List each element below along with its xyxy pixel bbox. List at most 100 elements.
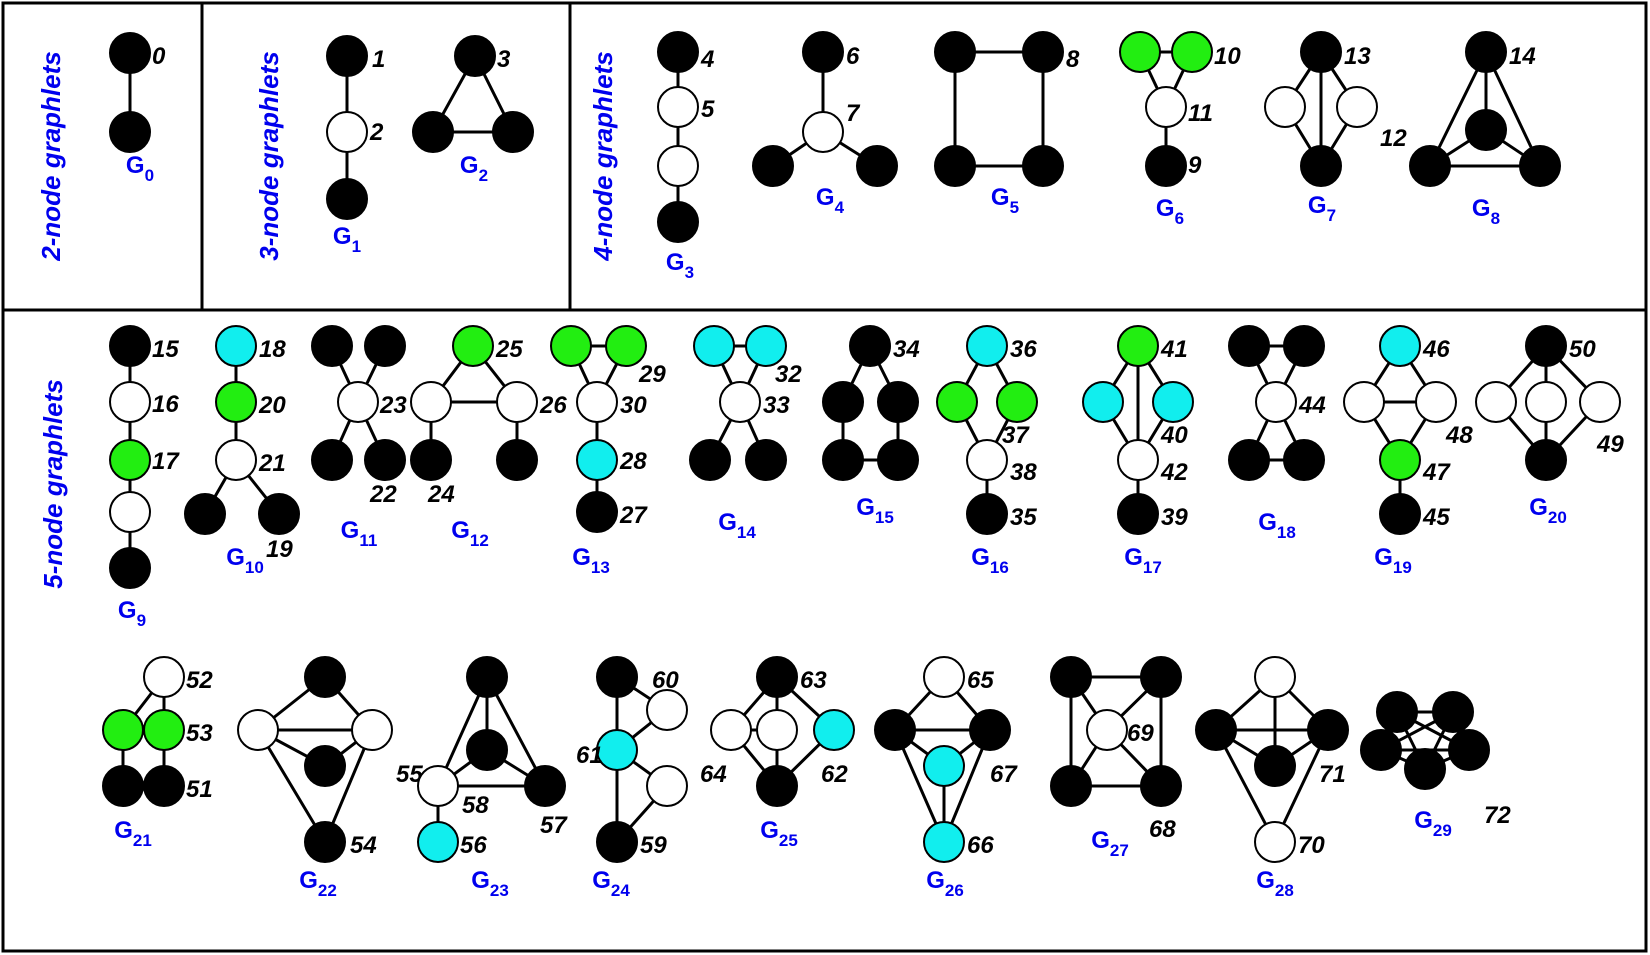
graph-label-subscript: 7 xyxy=(1327,206,1336,225)
node-g14-3 xyxy=(689,439,731,481)
node-g6-0 xyxy=(1119,31,1161,73)
node-g21-4 xyxy=(143,765,185,807)
node-g17-3 xyxy=(1117,439,1159,481)
title-5-node: 5-node graphlets xyxy=(38,379,68,588)
node-g20-2 xyxy=(1525,381,1567,423)
orbit-label-67: 67 xyxy=(990,761,1018,788)
node-g19-1 xyxy=(1343,381,1385,423)
orbit-label-22: 22 xyxy=(369,481,397,508)
graph-label-name: G xyxy=(971,544,990,571)
node-g9-2 xyxy=(109,439,151,481)
graph-label-g11: G11 xyxy=(341,517,378,550)
graph-label-g24: G24 xyxy=(592,867,630,900)
graph-label-subscript: 20 xyxy=(1548,508,1567,527)
graph-label-name: G xyxy=(1472,195,1491,222)
graph-label-g22: G22 xyxy=(299,867,337,900)
node-g1-2 xyxy=(326,178,368,220)
orbit-label-60: 60 xyxy=(652,667,679,694)
node-g25-4 xyxy=(756,765,798,807)
node-g8-3 xyxy=(1519,145,1561,187)
graph-label-name: G xyxy=(991,184,1010,211)
graph-label-g21: G21 xyxy=(114,817,152,850)
graph-label-subscript: 24 xyxy=(611,881,630,900)
graph-label-subscript: 10 xyxy=(245,558,264,577)
graph-label-name: G xyxy=(1414,807,1433,834)
node-g28-1 xyxy=(1195,709,1237,751)
orbit-label-66: 66 xyxy=(967,832,994,859)
node-g17-4 xyxy=(1117,493,1159,535)
graph-label-g25: G25 xyxy=(760,817,798,850)
node-g12-4 xyxy=(496,439,538,481)
node-g22-4 xyxy=(304,821,346,863)
orbit-label-58: 58 xyxy=(462,792,489,819)
node-g12-0 xyxy=(452,325,494,367)
node-g6-3 xyxy=(1145,145,1187,187)
node-g4-2 xyxy=(752,145,794,187)
node-g17-1 xyxy=(1082,381,1124,423)
graph-label-name: G xyxy=(1308,192,1327,219)
orbit-label-2: 2 xyxy=(369,119,384,146)
node-g3-0 xyxy=(657,31,699,73)
graph-label-g3: G3 xyxy=(666,249,694,282)
orbit-label-35: 35 xyxy=(1010,504,1037,531)
graphlet-g2: 3G2 xyxy=(412,35,534,185)
orbit-label-7: 7 xyxy=(846,100,861,127)
node-g27-2 xyxy=(1086,709,1128,751)
orbit-label-20: 20 xyxy=(258,392,286,419)
graph-label-subscript: 0 xyxy=(145,166,154,185)
node-g14-0 xyxy=(693,325,735,367)
node-g24-4 xyxy=(596,821,638,863)
title-4-node: 4-node graphlets xyxy=(588,51,618,261)
node-g23-2 xyxy=(417,765,459,807)
node-g20-4 xyxy=(1525,439,1567,481)
node-g13-1 xyxy=(605,325,647,367)
node-g12-2 xyxy=(496,381,538,423)
node-g6-1 xyxy=(1171,31,1213,73)
node-g4-1 xyxy=(802,111,844,153)
node-g14-2 xyxy=(719,381,761,423)
node-g27-4 xyxy=(1140,765,1182,807)
graph-label-name: G xyxy=(1256,867,1275,894)
graph-label-g29: G29 xyxy=(1414,807,1452,840)
node-g5-0 xyxy=(934,31,976,73)
graph-label-name: G xyxy=(572,544,591,571)
graph-label-g17: G17 xyxy=(1124,544,1162,577)
node-g11-0 xyxy=(311,325,353,367)
node-g5-2 xyxy=(934,145,976,187)
graph-label-name: G xyxy=(1374,544,1393,571)
graph-label-subscript: 8 xyxy=(1491,209,1500,228)
graph-label-subscript: 3 xyxy=(685,263,694,282)
node-g21-3 xyxy=(102,765,144,807)
graph-label-subscript: 22 xyxy=(318,881,337,900)
orbit-label-33: 33 xyxy=(763,392,790,419)
graph-label-name: G xyxy=(471,867,490,894)
orbit-label-34: 34 xyxy=(893,336,920,363)
node-g5-1 xyxy=(1022,31,1064,73)
title-3-node: 3-node graphlets xyxy=(254,51,284,260)
node-g13-3 xyxy=(576,439,618,481)
node-g29-2 xyxy=(1360,729,1402,771)
node-g25-2 xyxy=(756,709,798,751)
node-g7-3 xyxy=(1300,145,1342,187)
orbit-label-12: 12 xyxy=(1380,125,1407,152)
node-g15-3 xyxy=(822,439,864,481)
node-g6-2 xyxy=(1145,86,1187,128)
graph-label-subscript: 1 xyxy=(352,237,361,256)
graph-label-name: G xyxy=(666,249,685,276)
orbit-label-38: 38 xyxy=(1010,459,1037,486)
node-g29-0 xyxy=(1376,691,1418,733)
node-g11-4 xyxy=(364,439,406,481)
node-g23-0 xyxy=(466,656,508,698)
graph-label-name: G xyxy=(718,509,737,536)
node-g22-0 xyxy=(304,656,346,698)
orbit-label-69: 69 xyxy=(1127,720,1154,747)
node-g10-3 xyxy=(184,493,226,535)
node-g25-3 xyxy=(813,709,855,751)
node-g7-2 xyxy=(1336,86,1378,128)
node-g27-0 xyxy=(1050,656,1092,698)
